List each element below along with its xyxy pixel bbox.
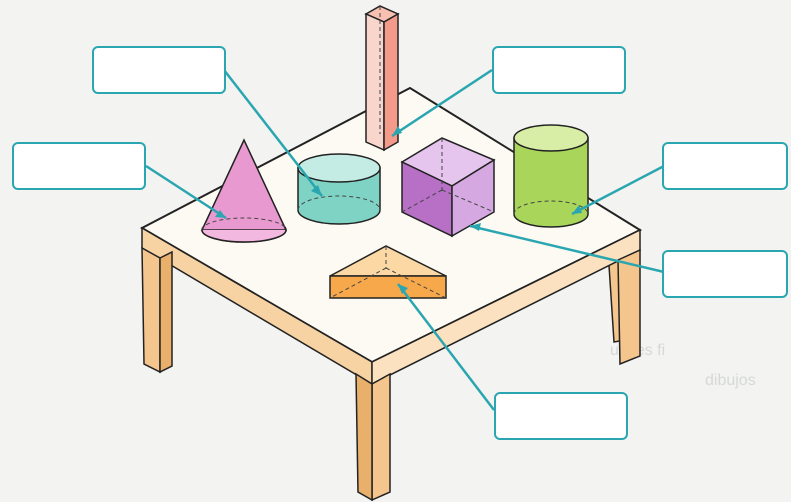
cylinder-short-shape — [298, 154, 380, 224]
label-box-cylinder-short[interactable] — [92, 46, 226, 94]
rectangular-prism-shape — [366, 6, 398, 150]
label-box-rectangular-prism[interactable] — [492, 46, 626, 94]
label-box-cylinder-tall[interactable] — [662, 142, 788, 190]
label-box-triangular-prism[interactable] — [494, 392, 628, 440]
label-box-cube[interactable] — [662, 250, 788, 298]
label-box-cone[interactable] — [12, 142, 146, 190]
